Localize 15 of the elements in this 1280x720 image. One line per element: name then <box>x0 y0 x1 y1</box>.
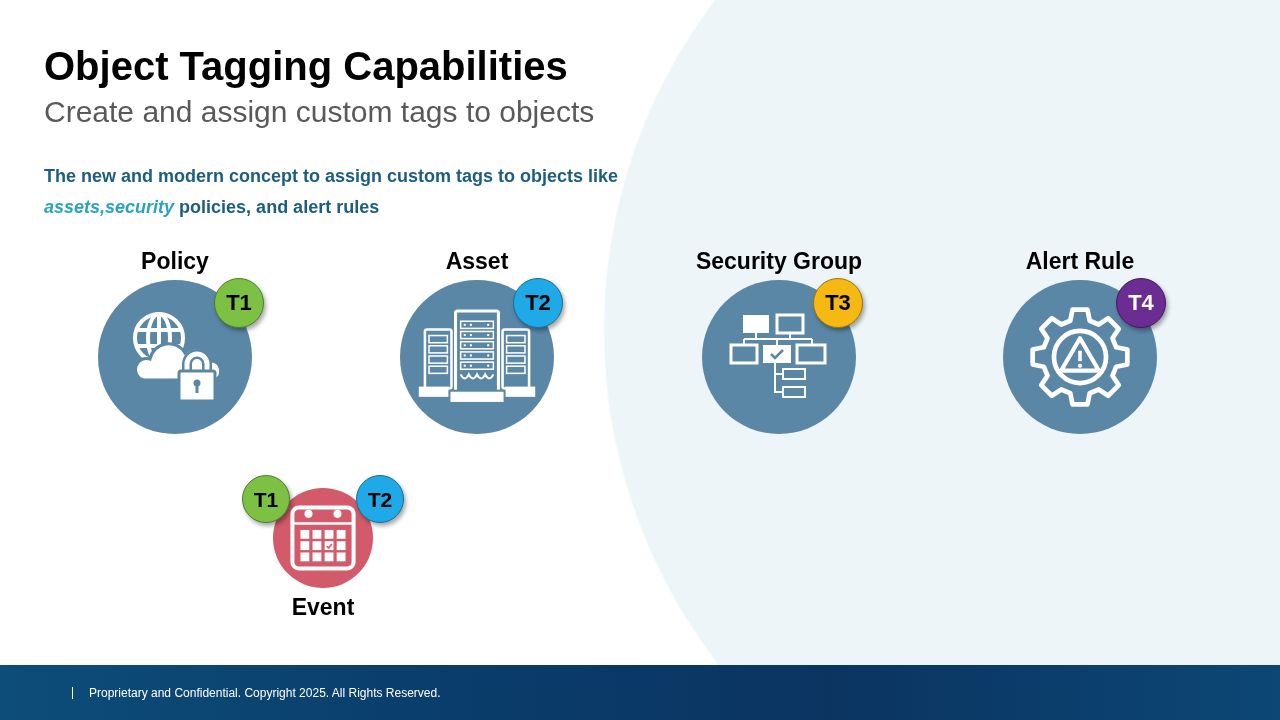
intro-text: The new and modern concept to assign custom tags to objects like assets,security policies, and alert rules <box>44 165 620 219</box>
object-title: Security Group <box>695 247 863 275</box>
tag-badge: T1 <box>242 475 290 523</box>
tag-badge: T2 <box>513 278 563 328</box>
slide-subtitle: Create and assign custom tags to objects <box>44 94 595 130</box>
tag-badge: T3 <box>813 278 863 328</box>
object-title: Asset <box>445 247 509 275</box>
object-title: Event <box>291 593 355 621</box>
footer-text: Proprietary and Confidential. Copyright 2025. All Rights Reserved. <box>89 684 441 702</box>
tag-badge: T2 <box>356 475 404 523</box>
tag-badge: T1 <box>214 278 264 328</box>
object-title: Alert Rule <box>1025 247 1135 275</box>
object-title: Policy <box>141 247 209 275</box>
tag-badge: T4 <box>1116 278 1166 328</box>
slide-title: Object Tagging Capabilities <box>44 44 568 88</box>
